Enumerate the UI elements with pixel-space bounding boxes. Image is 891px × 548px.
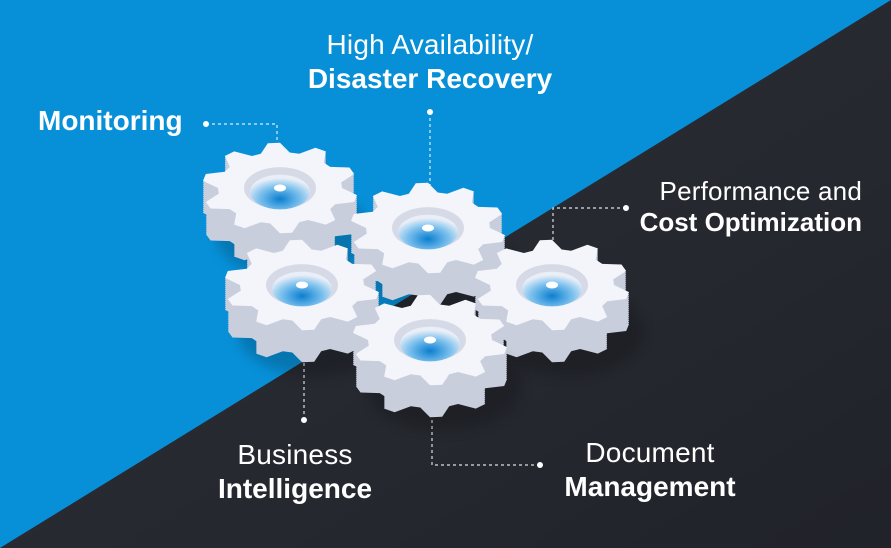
- gear-center-dot: [424, 336, 436, 344]
- dot-bi: [301, 417, 307, 423]
- dot-doc: [537, 462, 543, 468]
- bi-line2: Intelligence: [217, 472, 373, 504]
- ha-line2: Disaster Recovery: [307, 62, 553, 94]
- connector-performance: [552, 207, 626, 278]
- label-monitoring: Monitoring: [38, 104, 198, 138]
- monitoring-title: Monitoring: [38, 105, 183, 136]
- gear-document-management: [353, 294, 522, 432]
- connector-dots: [203, 109, 629, 468]
- gear-hole: [522, 271, 582, 307]
- gear-hole: [398, 214, 458, 250]
- bi-line1: Business: [237, 439, 353, 470]
- performance-line2: Cost Optimization: [639, 207, 862, 238]
- gears-group: [203, 142, 644, 432]
- gear-center-dot: [546, 281, 558, 289]
- gear-business-intelligence: [225, 239, 394, 377]
- doc-line2: Management: [564, 470, 736, 502]
- gear-center-dot: [274, 184, 286, 192]
- gear-hole: [272, 271, 332, 307]
- label-business-intelligence: Business Intelligence: [180, 438, 410, 505]
- label-document-management: Document Management: [535, 436, 765, 503]
- gear-hole: [400, 326, 460, 362]
- doc-line1: Document: [585, 437, 715, 468]
- dot-ha: [427, 109, 433, 115]
- gear-hole: [250, 174, 310, 210]
- dot-performance: [623, 205, 629, 211]
- label-performance: Performance and Cost Optimization: [600, 176, 862, 238]
- gear-center-dot: [296, 281, 308, 289]
- gear-monitoring: [203, 142, 372, 280]
- performance-line1: Performance and: [659, 176, 862, 206]
- dot-monitoring: [203, 121, 209, 127]
- ha-line1: High Availability/: [326, 29, 534, 60]
- gear-performance: [475, 239, 644, 377]
- gear-high-availability: [351, 182, 520, 320]
- label-high-availability: High Availability/ Disaster Recovery: [270, 28, 590, 95]
- gear-center-dot: [422, 224, 434, 232]
